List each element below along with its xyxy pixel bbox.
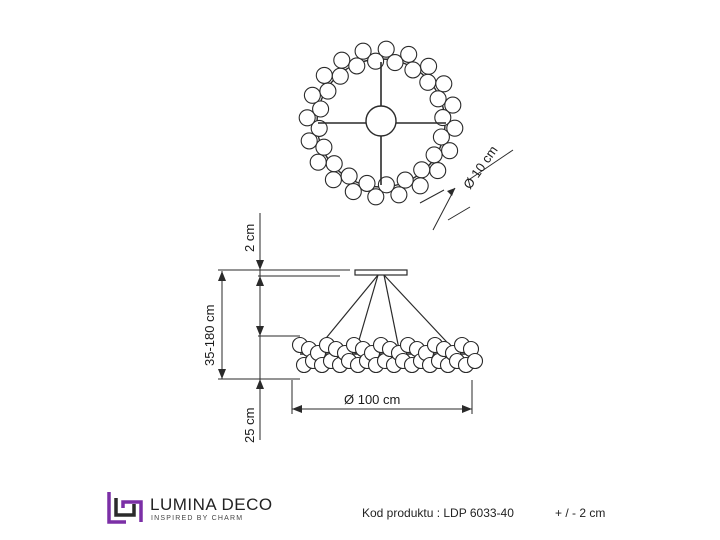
bulb-globe bbox=[354, 42, 372, 60]
bulb-globe bbox=[419, 73, 437, 91]
bulb-globe bbox=[404, 61, 422, 79]
bulb-globe bbox=[429, 162, 447, 180]
bulb-globe bbox=[420, 57, 438, 75]
bulb-globe bbox=[309, 153, 327, 171]
bulb-globe bbox=[315, 66, 333, 84]
bulb-globe bbox=[435, 75, 453, 93]
bulb-globe bbox=[300, 132, 318, 150]
bulb-globe bbox=[441, 142, 459, 160]
bulb-globe bbox=[377, 176, 395, 194]
body-height-label: 25 cm bbox=[242, 408, 257, 443]
bulb-globe bbox=[358, 174, 376, 192]
ring-bulbs-top-view bbox=[298, 40, 464, 206]
side-view bbox=[291, 269, 484, 374]
bulb-globe bbox=[386, 54, 404, 72]
top-height-label: 2 cm bbox=[242, 224, 257, 252]
bulb-globe bbox=[331, 67, 349, 85]
tolerance-note: + / - 2 cm bbox=[555, 506, 606, 520]
bulb-globe bbox=[319, 82, 337, 100]
top-view bbox=[298, 40, 464, 206]
bulb-diameter-label: Ø 10 cm bbox=[460, 143, 500, 192]
suspension-wire bbox=[383, 274, 401, 355]
bulb-globe bbox=[377, 40, 395, 58]
bulb-globe bbox=[310, 119, 328, 137]
lumina-deco-logo-icon bbox=[107, 492, 143, 524]
bulb-globe bbox=[367, 52, 385, 70]
bulb-globe bbox=[434, 109, 452, 127]
bulb-globe bbox=[348, 57, 366, 75]
bulb-globe bbox=[432, 128, 450, 146]
total-diameter-label: Ø 100 cm bbox=[344, 392, 400, 407]
bulb-globe bbox=[303, 86, 321, 104]
bulb-globe bbox=[413, 161, 431, 179]
bulb-globe bbox=[340, 167, 358, 185]
center-canopy-top bbox=[365, 105, 397, 137]
bulb-globe bbox=[396, 171, 414, 189]
bulb-globe bbox=[325, 155, 343, 173]
bulb-globe bbox=[425, 146, 443, 164]
bulb-globe bbox=[367, 188, 385, 206]
bulb-globe bbox=[466, 352, 484, 370]
total-diameter-dimension: Ø 100 cm bbox=[291, 380, 473, 414]
suspension-wire bbox=[383, 274, 459, 355]
bulb-globe bbox=[444, 96, 462, 114]
brand-name: LUMINA DECO bbox=[150, 495, 273, 514]
bulb-globe bbox=[344, 183, 362, 201]
height-dimensions: 2 cm 35-180 cm 25 cm bbox=[202, 213, 350, 443]
product-code: Kod produktu : LDP 6033-40 bbox=[362, 506, 514, 520]
ceiling-canopy bbox=[354, 269, 408, 276]
bulb-globe bbox=[411, 177, 429, 195]
bulb-globe bbox=[446, 119, 464, 137]
bulb-globe bbox=[400, 45, 418, 63]
bulb-globe bbox=[390, 186, 408, 204]
bulb-globe bbox=[312, 100, 330, 118]
brand-tagline: INSPIRED BY CHARM bbox=[151, 515, 244, 522]
bulb-globe bbox=[315, 138, 333, 156]
bulb-globe bbox=[298, 109, 316, 127]
ring-bulbs-side-view bbox=[291, 336, 484, 374]
bulb-globe bbox=[324, 171, 342, 189]
bulb-globe bbox=[333, 51, 351, 69]
bulb-globe bbox=[429, 90, 447, 108]
adjustable-height-label: 35-180 cm bbox=[202, 305, 217, 366]
